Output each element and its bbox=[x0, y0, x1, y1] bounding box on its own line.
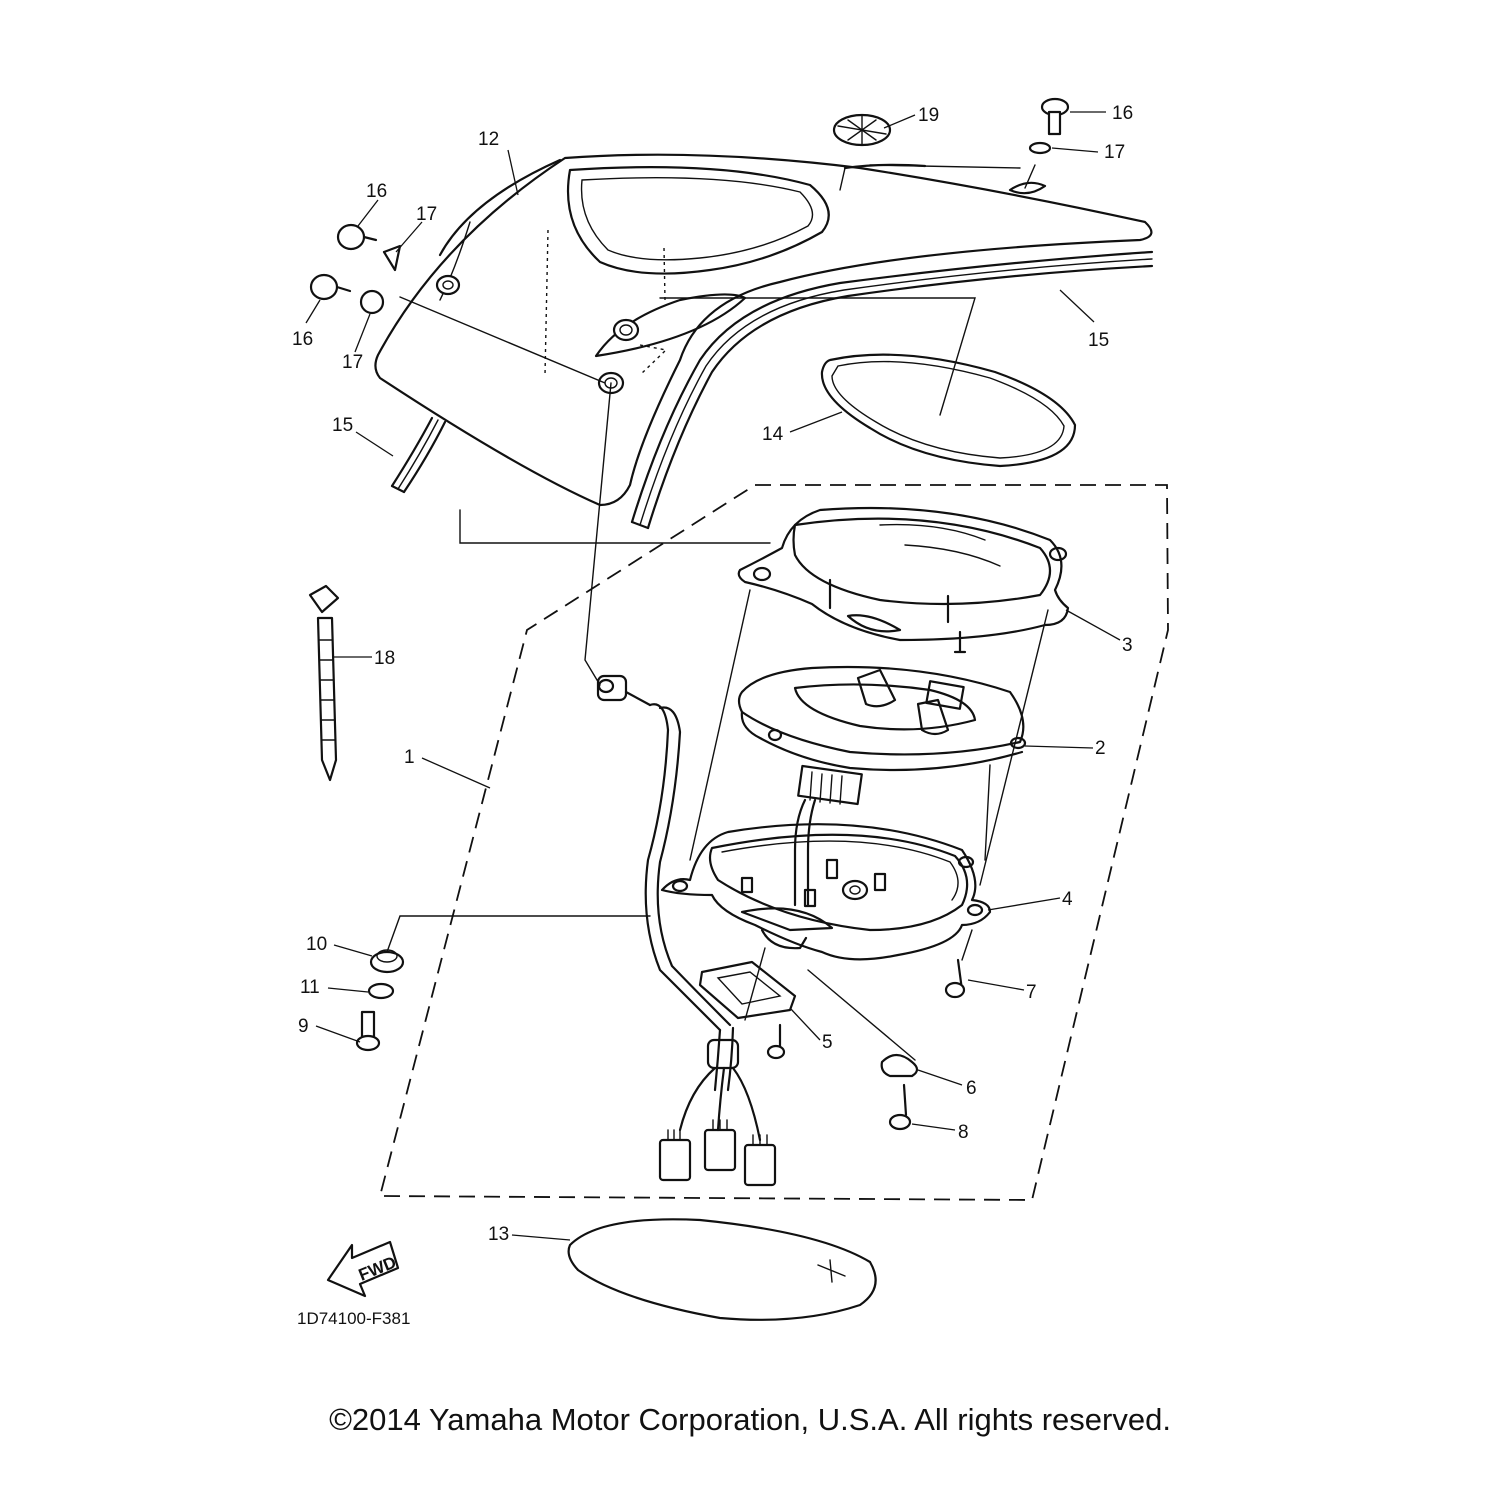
callout-14: 14 bbox=[762, 424, 784, 445]
callout-17: 17 bbox=[1104, 142, 1125, 163]
fwd-arrow-icon: FWD bbox=[326, 1240, 400, 1298]
callout-17: 17 bbox=[342, 352, 363, 373]
callout-11: 11 bbox=[300, 977, 320, 998]
callout-18: 18 bbox=[374, 648, 395, 669]
diagram-code: 1D74100-F381 bbox=[297, 1309, 410, 1328]
callout-3: 3 bbox=[1122, 635, 1133, 656]
callout-2: 2 bbox=[1095, 738, 1106, 759]
assembly-outline bbox=[378, 484, 1169, 1201]
meter-cover bbox=[374, 153, 1153, 507]
edge-strip bbox=[390, 250, 1154, 530]
callout-13: 13 bbox=[488, 1224, 509, 1245]
hardware bbox=[308, 97, 1070, 1131]
callout-7: 7 bbox=[1026, 982, 1037, 1003]
callout-9: 9 bbox=[298, 1016, 309, 1037]
lens-gasket bbox=[820, 353, 1077, 468]
meter-pad bbox=[567, 1218, 877, 1321]
callout-5: 5 bbox=[822, 1032, 833, 1053]
wire-harness bbox=[644, 703, 817, 1187]
meter-assembly bbox=[737, 665, 1027, 806]
cover-grommets bbox=[435, 181, 1047, 395]
copyright-notice: ©2014 Yamaha Motor Corporation, U.S.A. A… bbox=[329, 1402, 1171, 1437]
callout-6: 6 bbox=[966, 1078, 977, 1099]
leader-lines bbox=[305, 111, 1121, 1241]
meter-lower-case bbox=[660, 823, 992, 961]
callout-1: 1 bbox=[404, 747, 415, 768]
callout-17: 17 bbox=[416, 204, 437, 225]
callout-10: 10 bbox=[306, 934, 327, 955]
callout-16: 16 bbox=[292, 329, 313, 350]
callout-8: 8 bbox=[958, 1122, 969, 1143]
gasket-plate bbox=[698, 960, 797, 1020]
meter-upper-case bbox=[737, 506, 1070, 654]
indicator-socket bbox=[596, 674, 652, 707]
callout-12: 12 bbox=[478, 129, 499, 150]
callout-16: 16 bbox=[366, 181, 387, 202]
callout-15: 15 bbox=[1088, 330, 1109, 351]
callout-19: 19 bbox=[918, 105, 939, 126]
callout-15: 15 bbox=[332, 415, 353, 436]
callout-4: 4 bbox=[1062, 889, 1073, 910]
callout-16: 16 bbox=[1112, 103, 1133, 124]
callout-labels: 12 19 16 17 16 17 16 17 15 15 14 3 18 2 … bbox=[292, 103, 1133, 1245]
reference-lines bbox=[386, 164, 1049, 1061]
